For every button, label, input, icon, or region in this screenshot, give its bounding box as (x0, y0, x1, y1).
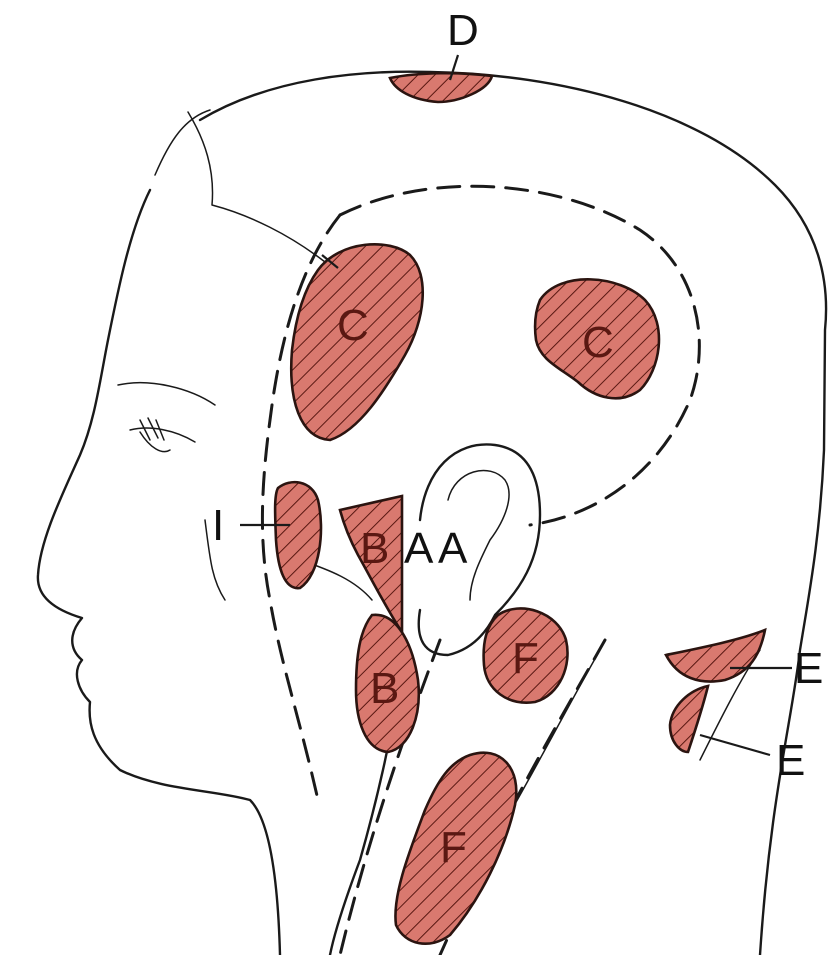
eye (130, 428, 195, 452)
label-c-front: C (337, 301, 369, 350)
pain-regions (275, 73, 765, 944)
region-d (390, 73, 492, 102)
leader-e-lower (700, 735, 770, 755)
label-f-lower: F (440, 823, 467, 872)
hair-line (155, 110, 325, 262)
label-e-lower: E (776, 736, 805, 785)
region-e-upper (666, 630, 765, 682)
label-a-2: A (438, 524, 468, 573)
label-a-1: A (404, 524, 434, 573)
region-i (275, 482, 321, 588)
label-f-upper: F (512, 634, 539, 683)
label-c-back: C (582, 318, 614, 367)
label-i: I (212, 501, 224, 550)
face-profile (38, 190, 280, 955)
label-b-upper: B (360, 524, 389, 573)
eyebrow (118, 383, 215, 405)
region-e-lower (670, 686, 708, 752)
label-e-upper: E (794, 644, 823, 693)
label-b-lower: B (370, 664, 399, 713)
label-d: D (447, 6, 479, 55)
